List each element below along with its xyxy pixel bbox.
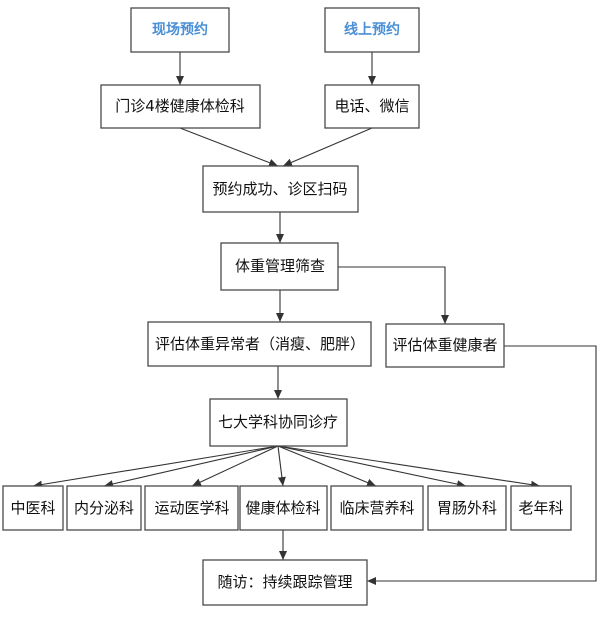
arrow-mdt-to-gi bbox=[277, 445, 467, 489]
node-dept-sports-medicine: 运动医学科 bbox=[144, 485, 239, 531]
node-dept-geriatrics: 老年科 bbox=[510, 485, 572, 531]
node-healthy-label: 评估体重健康者 bbox=[392, 336, 497, 354]
node-onsite-label: 现场预约 bbox=[152, 21, 208, 38]
node-abnormal-weight: 评估体重异常者（消瘦、肥胖） bbox=[147, 321, 372, 367]
node-phone-label: 电话、微信 bbox=[334, 97, 409, 115]
node-dept-clinical-nutrition: 临床营养科 bbox=[330, 485, 424, 531]
dept-nutrition-label: 临床营养科 bbox=[339, 499, 414, 517]
arrow-mdt-to-sports bbox=[191, 445, 279, 487]
arrow-mdt-to-nutrition bbox=[277, 445, 377, 487]
node-mdt: 七大学科协同诊疗 bbox=[209, 398, 348, 447]
node-online-label: 线上预约 bbox=[344, 21, 400, 38]
node-followup-label: 随访：持续跟踪管理 bbox=[217, 573, 352, 591]
node-screen-label: 体重管理筛查 bbox=[235, 257, 325, 275]
arrow-mdt-to-endo bbox=[103, 445, 279, 488]
arrow-mdt-to-tcm bbox=[32, 445, 279, 489]
node-dept-health-checkup: 健康体检科 bbox=[239, 485, 328, 531]
node-online-booking: 线上预约 bbox=[324, 7, 420, 53]
node-dept-tcm: 中医科 bbox=[2, 485, 64, 531]
dept-gi-label: 胃肠外科 bbox=[437, 499, 497, 517]
node-scan-label: 预约成功、诊区扫码 bbox=[212, 180, 347, 198]
dept-checkup-label: 健康体检科 bbox=[245, 499, 320, 517]
dept-endo-label: 内分泌科 bbox=[74, 499, 134, 517]
arrow-screen-to-healthy bbox=[338, 266, 449, 324]
dept-geriatric-label: 老年科 bbox=[518, 499, 563, 517]
node-booking-success: 预约成功、诊区扫码 bbox=[202, 165, 359, 213]
node-healthy-weight: 评估体重健康者 bbox=[385, 323, 505, 368]
arrow-mdt-to-geriatric bbox=[277, 445, 541, 489]
arrow-healthy-to-followup bbox=[367, 345, 597, 585]
node-onsite-booking: 现场预约 bbox=[130, 7, 230, 53]
node-phone-wechat: 电话、微信 bbox=[324, 84, 420, 129]
arrow-phone-to-scan bbox=[282, 127, 373, 167]
node-dept-gastrointestinal-surgery: 胃肠外科 bbox=[427, 485, 507, 531]
connectors bbox=[32, 52, 597, 585]
node-abnormal-label: 评估体重异常者（消瘦、肥胖） bbox=[155, 335, 365, 353]
dept-sports-label: 运动医学科 bbox=[154, 499, 229, 517]
node-clinic: 门诊4楼健康体检科 bbox=[100, 84, 261, 129]
node-dept-endocrinology: 内分泌科 bbox=[66, 485, 142, 531]
dept-tcm-label: 中医科 bbox=[10, 499, 55, 517]
node-clinic-label: 门诊4楼健康体检科 bbox=[115, 97, 245, 115]
node-mdt-label: 七大学科协同诊疗 bbox=[218, 413, 338, 431]
arrow-mdt-to-checkup bbox=[277, 445, 286, 487]
node-screening: 体重管理筛查 bbox=[220, 242, 339, 291]
arrow-clinic-to-scan bbox=[179, 127, 279, 167]
node-follow-up: 随访：持续跟踪管理 bbox=[202, 559, 368, 606]
